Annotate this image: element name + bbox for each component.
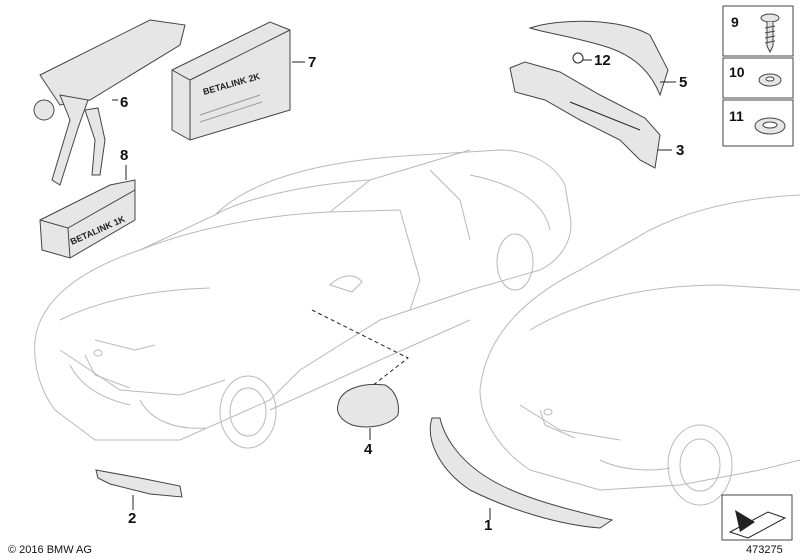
callout-1: 1	[484, 517, 492, 534]
screw-icon	[760, 13, 780, 54]
car-outline-secondary	[479, 194, 800, 506]
callout-10: 10	[729, 64, 745, 80]
callout-11: 11	[729, 108, 744, 124]
part-mirror-cap	[311, 309, 409, 440]
part-rear-diffuser	[509, 61, 672, 169]
diagram-number: 473275	[746, 544, 783, 556]
symbol-box	[721, 494, 793, 541]
part-clip-marker	[572, 52, 592, 64]
callout-7: 7	[308, 54, 316, 71]
callout-2: 2	[128, 510, 136, 527]
washer-small-icon	[758, 73, 782, 87]
part-front-spoiler-lip	[429, 417, 614, 529]
part-betalink-2k-box: BETALINK 2K	[171, 21, 305, 141]
callout-6: 6	[120, 94, 128, 111]
callout-9: 9	[731, 14, 739, 30]
part-roof-spoiler	[528, 20, 676, 97]
part-side-trim-strip	[95, 469, 183, 510]
part-dispenser-gun	[33, 19, 186, 186]
callout-8: 8	[120, 147, 128, 164]
part-betalink-1k-box: BETALINK 1K	[39, 165, 136, 259]
callout-3: 3	[676, 142, 684, 159]
callout-4: 4	[364, 441, 373, 458]
arrow-symbol-icon	[728, 510, 787, 539]
washer-large-icon	[754, 117, 786, 135]
callout-5: 5	[679, 74, 687, 91]
hardware-panel: 9 10 11	[722, 5, 794, 147]
copyright-text: © 2016 BMW AG	[8, 544, 92, 556]
callout-12: 12	[594, 52, 611, 69]
car-outline-main	[34, 149, 572, 449]
